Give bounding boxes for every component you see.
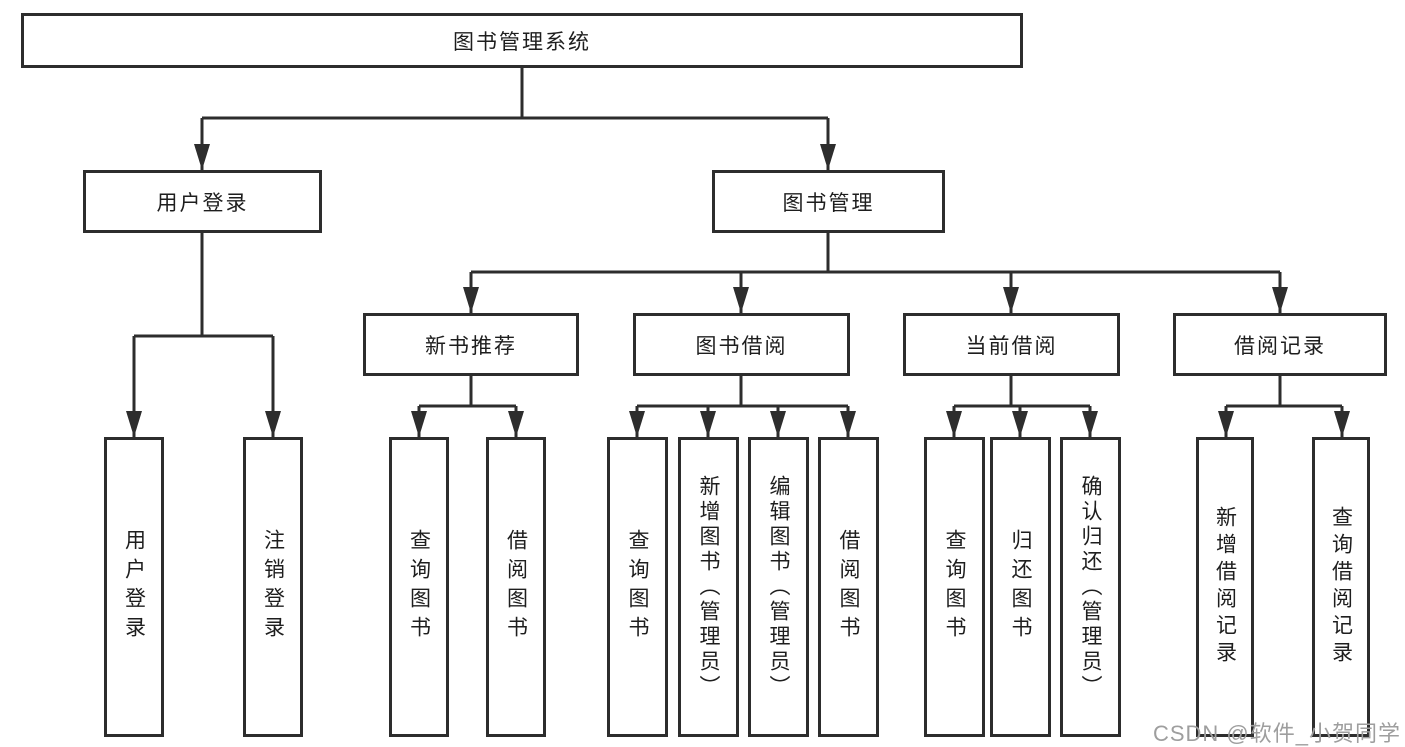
tee-borrow-records bbox=[1226, 376, 1342, 408]
node-book-borrow: 图书借阅 bbox=[633, 313, 850, 376]
leaf-current-return-books: 归还图书 bbox=[990, 437, 1051, 737]
csdn-watermark: CSDN @软件_小贺同学 bbox=[1152, 721, 1401, 746]
tee-new-book bbox=[419, 376, 516, 408]
node-new-book-recommend: 新书推荐 bbox=[363, 313, 579, 376]
node-current-borrow: 当前借阅 bbox=[903, 313, 1120, 376]
tee-root bbox=[202, 68, 828, 120]
tee-book-borrow bbox=[637, 376, 848, 408]
leaf-recommend-query-books: 查询图书 bbox=[389, 437, 449, 737]
tee-current-borrow bbox=[954, 376, 1090, 408]
leaf-borrow-add-books-admin: 新增图书（管理员） bbox=[678, 437, 739, 737]
tee-user-login bbox=[134, 233, 273, 338]
leaf-logout: 注销登录 bbox=[243, 437, 303, 737]
leaf-recommend-borrow-books: 借阅图书 bbox=[486, 437, 546, 737]
leaf-user-login: 用户登录 bbox=[104, 437, 164, 737]
leaf-borrow-borrow-books: 借阅图书 bbox=[818, 437, 879, 737]
leaf-borrow-query-books: 查询图书 bbox=[607, 437, 668, 737]
node-root-library-system: 图书管理系统 bbox=[21, 13, 1023, 68]
leaf-records-add-record: 新增借阅记录 bbox=[1196, 437, 1254, 737]
node-user-login: 用户登录 bbox=[83, 170, 322, 233]
node-book-management: 图书管理 bbox=[712, 170, 945, 233]
tee-book-management bbox=[471, 233, 1280, 274]
leaf-current-confirm-return-admin: 确认归还（管理员） bbox=[1060, 437, 1121, 737]
node-borrow-records: 借阅记录 bbox=[1173, 313, 1387, 376]
leaf-current-query-books: 查询图书 bbox=[924, 437, 985, 737]
leaf-borrow-edit-books-admin: 编辑图书（管理员） bbox=[748, 437, 809, 737]
leaf-records-query-record: 查询借阅记录 bbox=[1312, 437, 1370, 737]
